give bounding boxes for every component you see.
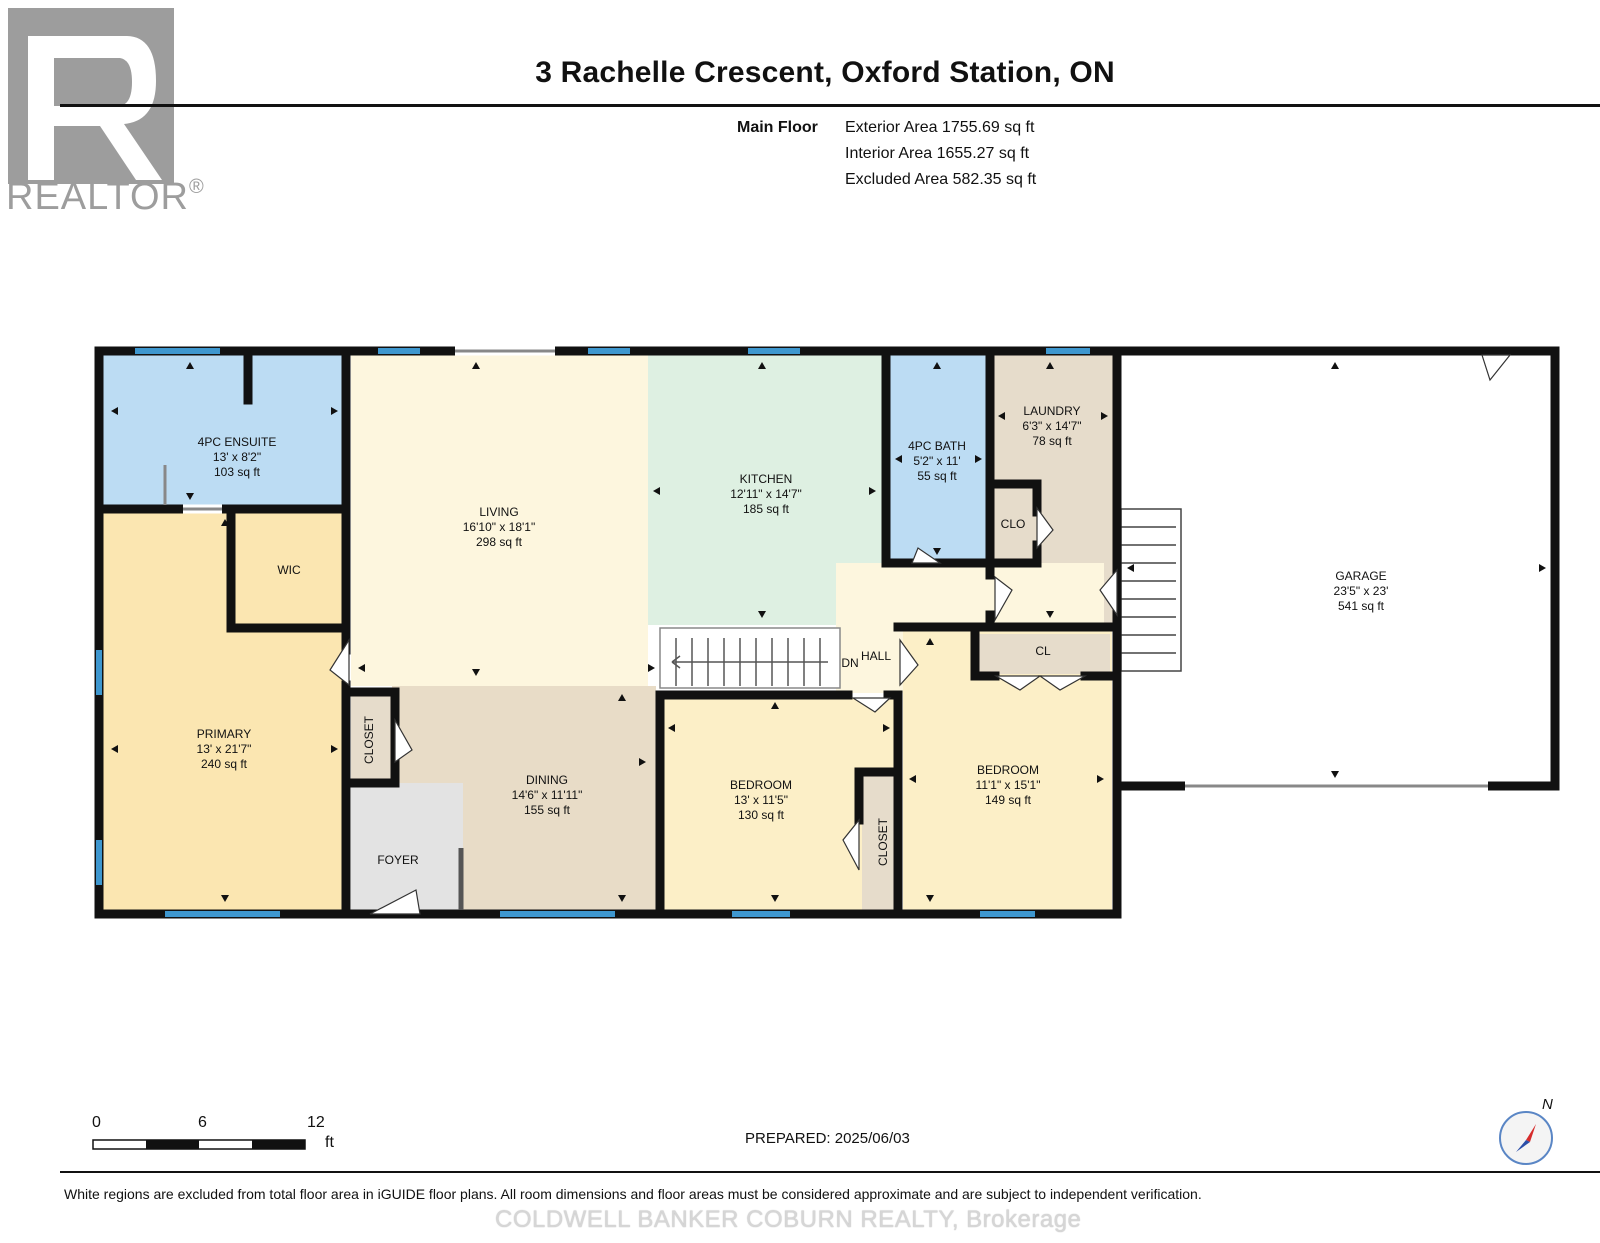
registered-mark: ® (188, 176, 205, 198)
compass: N (1492, 1096, 1562, 1166)
bath-area: 55 sq ft (917, 469, 957, 483)
bedroom1-dims: 13' x 11'5" (734, 793, 788, 807)
bath-fill (889, 355, 986, 563)
wic-name: WIC (277, 563, 301, 577)
living-fill (351, 355, 648, 686)
foyer-fill (351, 783, 463, 910)
clo-fill (995, 486, 1035, 558)
stairs-dn: DN (841, 656, 858, 670)
excluded-area: Excluded Area 582.35 sq ft (845, 171, 1037, 188)
living-name: LIVING (479, 505, 518, 519)
clo-name: CLO (1001, 517, 1026, 531)
dining-dims: 14'6" x 11'11" (512, 788, 583, 802)
laundry-name: LAUNDRY (1023, 404, 1080, 418)
bath-dims: 5'2" x 11' (913, 454, 960, 468)
bath-name: 4PC BATH (908, 439, 966, 453)
dining-name: DINING (526, 773, 568, 787)
scale-label-12: 12 (307, 1114, 325, 1131)
realtor-wordmark: REALTOR (6, 176, 189, 218)
laundry-area: 78 sq ft (1032, 434, 1072, 448)
hall-name: HALL (861, 649, 891, 663)
primary-dims: 13' x 21'7" (197, 742, 252, 756)
bedroom2-dims: 11'1" x 15'1" (976, 778, 1041, 792)
realtor-r-logo-icon (8, 8, 174, 184)
interior-area: Interior Area 1655.27 sq ft (845, 145, 1030, 162)
kitchen-dims: 12'11" x 14'7" (730, 487, 802, 501)
disclaimer: White regions are excluded from total fl… (64, 1186, 1202, 1202)
ensuite-area: 103 sq ft (214, 465, 261, 479)
compass-north-label: N (1542, 1096, 1553, 1113)
floor-label: Main Floor (737, 119, 818, 136)
garage-steps (1120, 508, 1182, 672)
realtor-logo: REALTOR® (6, 6, 204, 226)
garage-name: GARAGE (1335, 569, 1386, 583)
closet2-name: CLOSET (876, 817, 890, 866)
primary-fill (103, 512, 346, 910)
closet1-fill (351, 692, 391, 783)
closet1-name: CLOSET (362, 715, 376, 764)
ensuite-dims: 13' x 8'2" (213, 450, 261, 464)
cl-fill (975, 634, 1110, 674)
foyer-name: FOYER (377, 853, 419, 867)
ensuite-name: 4PC ENSUITE (198, 435, 277, 449)
scale-bar (92, 1139, 306, 1150)
garage-dims: 23'5" x 23' (1334, 584, 1389, 598)
bedroom2-name: BEDROOM (977, 763, 1039, 777)
primary-area: 240 sq ft (201, 757, 248, 771)
door-swings (329, 354, 1512, 915)
living-dims: 16'10" x 18'1" (463, 520, 536, 534)
room-labels: 4PC ENSUITE 13' x 8'2" 103 sq ft LIVING … (197, 404, 1389, 867)
scale-unit: ft (325, 1134, 334, 1151)
bedroom1-name: BEDROOM (730, 778, 792, 792)
bedroom2-area: 149 sq ft (985, 793, 1032, 807)
exterior-area: Exterior Area 1755.69 sq ft (845, 119, 1035, 136)
primary-name: PRIMARY (197, 727, 251, 741)
windows (96, 348, 1090, 917)
footer-divider (60, 1171, 1600, 1173)
openings (163, 346, 1488, 910)
dining-area: 155 sq ft (524, 803, 571, 817)
kitchen-name: KITCHEN (740, 472, 793, 486)
bedroom1-area: 130 sq ft (738, 808, 785, 822)
kitchen-area: 185 sq ft (743, 502, 790, 516)
garage-area: 541 sq ft (1338, 599, 1385, 613)
property-title: 3 Rachelle Crescent, Oxford Station, ON (535, 56, 1115, 89)
scale-label-0: 0 (92, 1114, 101, 1131)
dimension-arrows (111, 362, 1546, 902)
scale-label-6: 6 (198, 1114, 207, 1131)
ensuite-fill (103, 355, 346, 507)
north-arrow-icon (1499, 1111, 1553, 1165)
title-divider (60, 104, 1600, 107)
brokerage-watermark: COLDWELL BANKER COBURN REALTY, Brokerage (495, 1206, 1082, 1233)
living-area: 298 sq ft (476, 535, 523, 549)
stairs (659, 627, 841, 689)
cl-name: CL (1035, 644, 1051, 658)
laundry-dims: 6'3" x 14'7" (1022, 419, 1081, 433)
prepared-date: PREPARED: 2025/06/03 (745, 1130, 910, 1147)
